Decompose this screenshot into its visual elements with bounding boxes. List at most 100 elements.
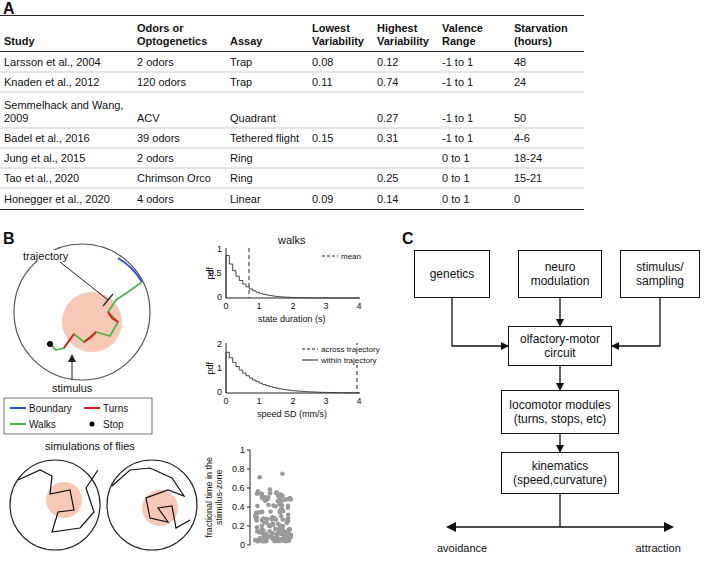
- legend-text: Stop: [103, 419, 124, 430]
- legend-entry: Boundary: [10, 403, 72, 414]
- tick-label: 0.4: [232, 502, 245, 512]
- table-header: Odors or Optogenetics: [137, 16, 227, 51]
- table-cell: 0 to 1: [442, 188, 512, 209]
- table-cell: 4 odors: [137, 188, 227, 209]
- data-dot: [274, 490, 279, 495]
- data-dot: [282, 535, 287, 540]
- box-text: locomotor modules (turns, stops, etc): [508, 398, 612, 426]
- table-cell: 0 to 1: [442, 168, 512, 188]
- tick-label: 2: [217, 339, 222, 349]
- data-dot: [266, 503, 271, 508]
- table-cell: 15-21: [514, 168, 582, 188]
- data-dot: [264, 532, 269, 537]
- box-text: genetics: [430, 267, 475, 281]
- data-dot: [275, 535, 280, 540]
- legend-sample: [302, 345, 318, 353]
- box-text: neuro modulation: [525, 260, 595, 288]
- legend-sample: [84, 420, 100, 428]
- box-text: stimulus/ sampling: [627, 260, 693, 288]
- stem-line: [559, 494, 560, 527]
- tick-label: 0: [224, 396, 229, 406]
- table-cell: 0.74: [377, 72, 439, 92]
- table-cell: Chrimson Orco: [137, 168, 227, 188]
- table-cell: Semmelhack and Wang, 2009: [4, 92, 124, 128]
- box-text: kinematics (speed,curvature): [508, 459, 612, 487]
- table-cell: 50: [514, 92, 582, 128]
- data-dot: [261, 516, 266, 521]
- tick-label: 0.5: [209, 268, 222, 278]
- table-cell: Ring: [230, 148, 310, 168]
- table-cell: -1 to 1: [442, 92, 512, 128]
- table-cell: 0.12: [377, 52, 439, 72]
- table-cell: Trap: [230, 72, 310, 92]
- table-cell: 4-6: [514, 128, 582, 148]
- legend-text: Walks: [29, 419, 56, 430]
- flow-arrow: [559, 366, 560, 390]
- plot-title: walks: [278, 234, 306, 247]
- data-dot: [275, 539, 280, 544]
- table-cell: -1 to 1: [442, 128, 512, 148]
- callout-label: stimulus: [51, 382, 93, 395]
- histogram-walks: [226, 248, 360, 298]
- table-cell: Larsson et al., 2004: [4, 52, 124, 72]
- process-box: olfactory-motor circuit: [508, 326, 612, 366]
- tick-label: 0.6: [232, 483, 245, 493]
- table-header: Starvation (hours): [514, 16, 582, 51]
- table-cell: 0.08: [312, 52, 374, 72]
- data-dot: [281, 529, 286, 534]
- legend-line: [10, 407, 26, 409]
- data-dot: [255, 529, 260, 534]
- table-cell: 0.11: [312, 72, 374, 92]
- flow-arrow: [612, 298, 660, 346]
- tick-label: 0: [217, 387, 222, 397]
- table-cell: 2 odors: [137, 148, 227, 168]
- panel-letter: A: [3, 0, 15, 18]
- axis-label: fractional time in the stimulus-zone: [204, 445, 225, 549]
- flow-arrow: [452, 298, 508, 346]
- flow-arrow: [559, 434, 560, 452]
- tick-label: 2: [291, 301, 296, 311]
- table-cell: 39 odors: [137, 128, 227, 148]
- tick-label: 3: [324, 301, 329, 311]
- tick-label: 0: [217, 292, 222, 302]
- data-dot: [271, 521, 276, 526]
- data-dot: [263, 498, 268, 503]
- callout-label: trajectory: [22, 250, 69, 263]
- legend-line: [322, 256, 338, 257]
- tick-label: 1: [257, 301, 262, 311]
- legend-sample: [10, 420, 26, 428]
- table-cell: 120 odors: [137, 72, 227, 92]
- legend-sample: [84, 404, 100, 412]
- simulation-arenas: [10, 460, 197, 550]
- axis-label: pdf: [205, 362, 215, 375]
- table-cell: 0.27: [377, 92, 439, 128]
- data-dot: [255, 491, 260, 496]
- legend-line: [302, 360, 318, 361]
- box-text: olfactory-motor circuit: [515, 332, 605, 360]
- data-dot: [260, 539, 265, 544]
- data-dot: [274, 517, 279, 522]
- scatter-plot: [247, 450, 293, 545]
- data-dot: [287, 527, 292, 532]
- data-dot: [274, 491, 279, 496]
- data-dot: [280, 517, 285, 522]
- histogram-bars: [226, 256, 359, 299]
- legend-text: mean: [341, 252, 361, 261]
- table-cell: 18-24: [514, 148, 582, 168]
- table-cell: 0: [514, 188, 582, 209]
- tick-label: 1: [217, 363, 222, 373]
- legend-text: Turns: [103, 403, 128, 414]
- table-header: Lowest Variability: [312, 16, 374, 51]
- data-dot: [278, 510, 283, 515]
- table-cell: Trap: [230, 52, 310, 72]
- table-cell: Honegger et al., 2020: [4, 188, 124, 209]
- table-header: Highest Variability: [377, 16, 439, 51]
- process-box: genetics: [414, 250, 490, 298]
- table-header: Valence Range: [442, 16, 512, 51]
- table-cell: -1 to 1: [442, 72, 512, 92]
- valence-label: attraction: [636, 542, 681, 555]
- table-cell: ACV: [137, 92, 227, 128]
- data-dot: [255, 525, 260, 530]
- data-dot: [280, 472, 285, 477]
- legend-entry: Turns: [84, 403, 128, 414]
